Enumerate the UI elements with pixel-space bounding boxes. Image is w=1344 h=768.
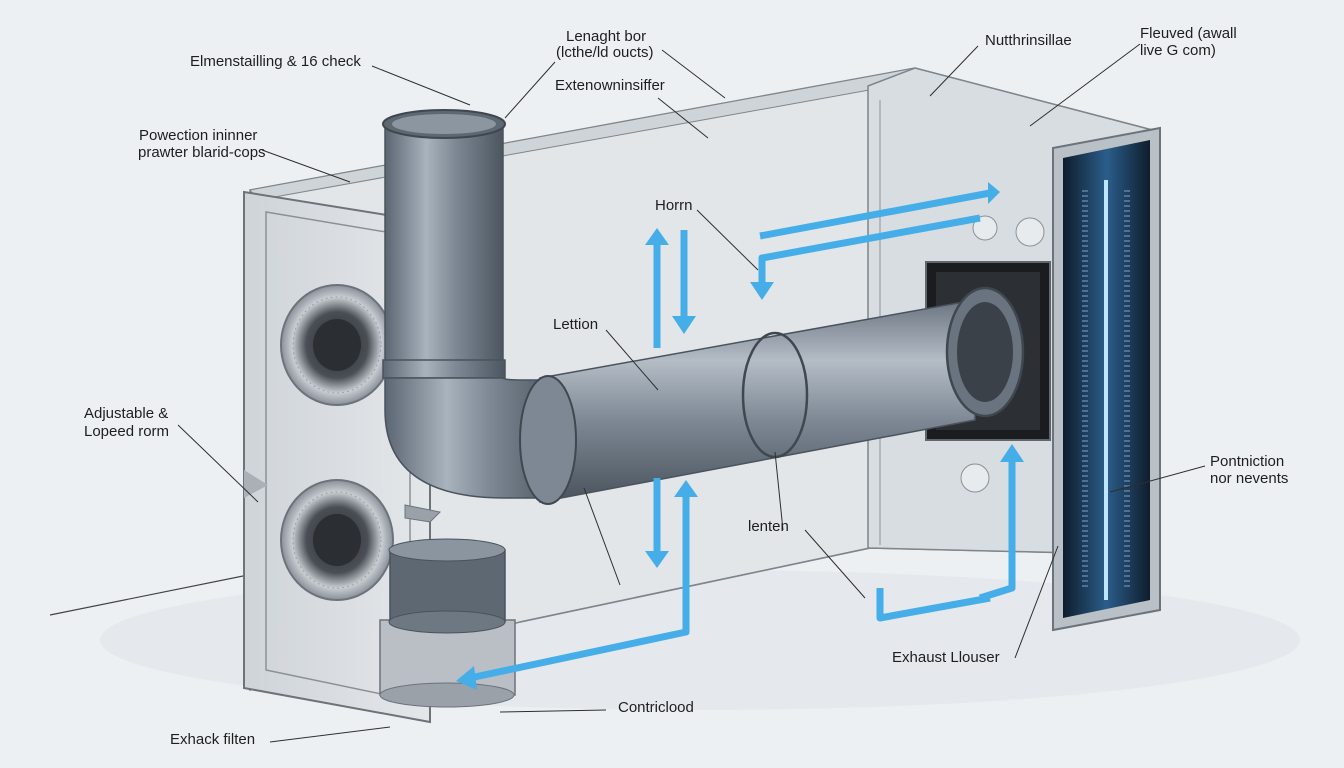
horizontal-duct: [519, 286, 1025, 505]
airflow-arrowhead-6: [674, 480, 698, 497]
knockout-hole-1: [972, 215, 998, 241]
leader-top-center-b: [661, 49, 726, 99]
label-flow: Horrn: [655, 197, 693, 214]
vertical-duct: [382, 109, 506, 379]
airflow-arrows: [456, 182, 1024, 690]
leader-bottom-center: [499, 709, 607, 713]
label-top-center-line-1: Lenaght bor: [566, 28, 647, 45]
leader-right-mid: [1109, 465, 1206, 493]
leader-top-right-mid: [929, 45, 979, 97]
leader-flow: [696, 209, 759, 271]
leader-left-upper: [261, 149, 351, 183]
leader-top-center-a: [504, 61, 556, 119]
knockout-hole-2: [1015, 217, 1045, 247]
airflow-arrow-8: [876, 588, 991, 622]
leader-lower-center: [804, 529, 866, 599]
airflow-arrowhead-4: [750, 282, 774, 300]
duct-elbow: [384, 377, 561, 499]
airflow-arrow-4: [758, 214, 981, 285]
leader-lower-pipe: [583, 487, 621, 586]
fan-lower-icon: [280, 479, 394, 601]
airflow-arrow-3: [759, 189, 991, 240]
filter-canister: [379, 538, 516, 708]
leader-bottom-right: [1014, 545, 1059, 659]
uv-lamp-panel: [1052, 126, 1161, 632]
label-left-mid-line-2: Lopeed rorm: [84, 423, 170, 440]
airflow-arrowhead-1: [645, 228, 669, 245]
leader-top-left: [371, 65, 471, 106]
airflow-arrow-6: [469, 492, 690, 682]
knockout-hole-3: [960, 463, 990, 493]
label-lower-center: lenten: [748, 518, 789, 535]
label-center-top: Extenowninsiffer: [555, 77, 665, 94]
airflow-arrow-9: [978, 458, 1016, 602]
label-top-right-line-1: Fleuved (awall: [1140, 25, 1237, 42]
label-left-mid-line-1: Adjustable &: [84, 405, 169, 422]
label-left-upper-line-1: Powection ininner: [139, 127, 258, 144]
label-bottom-left: Exhack filten: [170, 731, 256, 748]
label-right-mid-line-1: Pontniction: [1210, 453, 1285, 470]
label-pipe: Lettion: [553, 316, 599, 333]
airflow-arrowhead-3: [988, 182, 1000, 204]
leader-bottom-left: [269, 726, 391, 743]
label-bottom-right: Exhaust Llouser: [892, 649, 1000, 666]
label-top-left: Elmenstailling & 16 check: [190, 53, 361, 70]
label-top-center-line-2: (lcthe/ld oucts): [556, 44, 654, 61]
label-left-upper-line-2: prawter blarid-cops: [138, 144, 266, 161]
label-right-mid-line-2: nor nevents: [1210, 470, 1289, 487]
airflow-arrowhead-7: [456, 666, 477, 690]
label-top-right-line-2: live G com): [1140, 42, 1216, 59]
leader-lines: [177, 43, 1206, 743]
airflow-arrowhead-5: [645, 551, 669, 568]
leader-pipe: [605, 329, 659, 391]
floor-line: [49, 574, 249, 616]
housing-bottom-edge: [519, 547, 871, 623]
leader-top-right: [1029, 43, 1141, 127]
label-bottom-center: Contriclood: [618, 699, 694, 716]
leader-lower-center-b: [774, 451, 784, 531]
leader-left-mid: [177, 424, 259, 503]
airflow-arrowhead-2: [672, 316, 696, 334]
fan-upper-icon: [280, 284, 394, 406]
airflow-arrowhead-9: [1000, 444, 1024, 462]
panel-hinge: [404, 504, 442, 523]
panel-notch: [244, 470, 268, 498]
leader-center-top: [657, 97, 709, 139]
label-top-right-mid: Nutthrinsillae: [985, 32, 1072, 49]
